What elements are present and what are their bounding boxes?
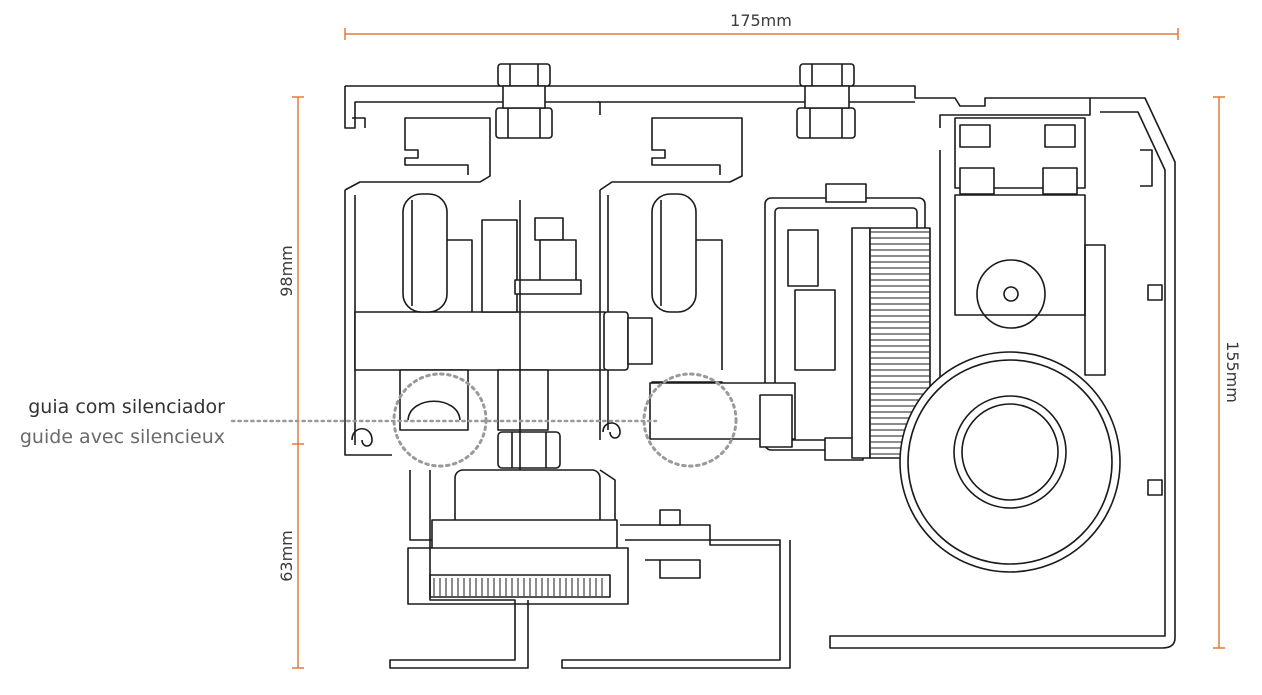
- dimension-width: 175mm: [344, 11, 1179, 40]
- motor-mount: [939, 117, 1106, 420]
- dimension-width-label: 175mm: [730, 11, 792, 30]
- carriage-left: [344, 117, 606, 456]
- top-bolt-left: [495, 63, 553, 139]
- callout-circle-left: [392, 372, 488, 468]
- side-bolt: [603, 311, 653, 371]
- callout-silencer: [230, 372, 738, 468]
- dimension-right-label: 155mm: [1223, 341, 1242, 403]
- top-bolt-right: [796, 63, 856, 139]
- callout-circle-right: [642, 372, 738, 468]
- dimension-left-lower-label: 63mm: [277, 530, 296, 582]
- housing-bracket: [829, 97, 1176, 649]
- lower-track: [389, 470, 791, 669]
- dimension-left-upper-label: 98mm: [277, 245, 296, 297]
- lower-block: [407, 469, 629, 605]
- dimension-left: 98mm 63mm: [277, 96, 304, 669]
- top-rail: [344, 85, 1091, 129]
- dimension-right: 155mm: [1213, 96, 1242, 649]
- mechanism: [344, 63, 1176, 669]
- callout-label-pt: guia com silenciador: [28, 396, 225, 418]
- callout-label-fr: guide avec silencieux: [19, 426, 225, 448]
- motor: [899, 351, 1121, 573]
